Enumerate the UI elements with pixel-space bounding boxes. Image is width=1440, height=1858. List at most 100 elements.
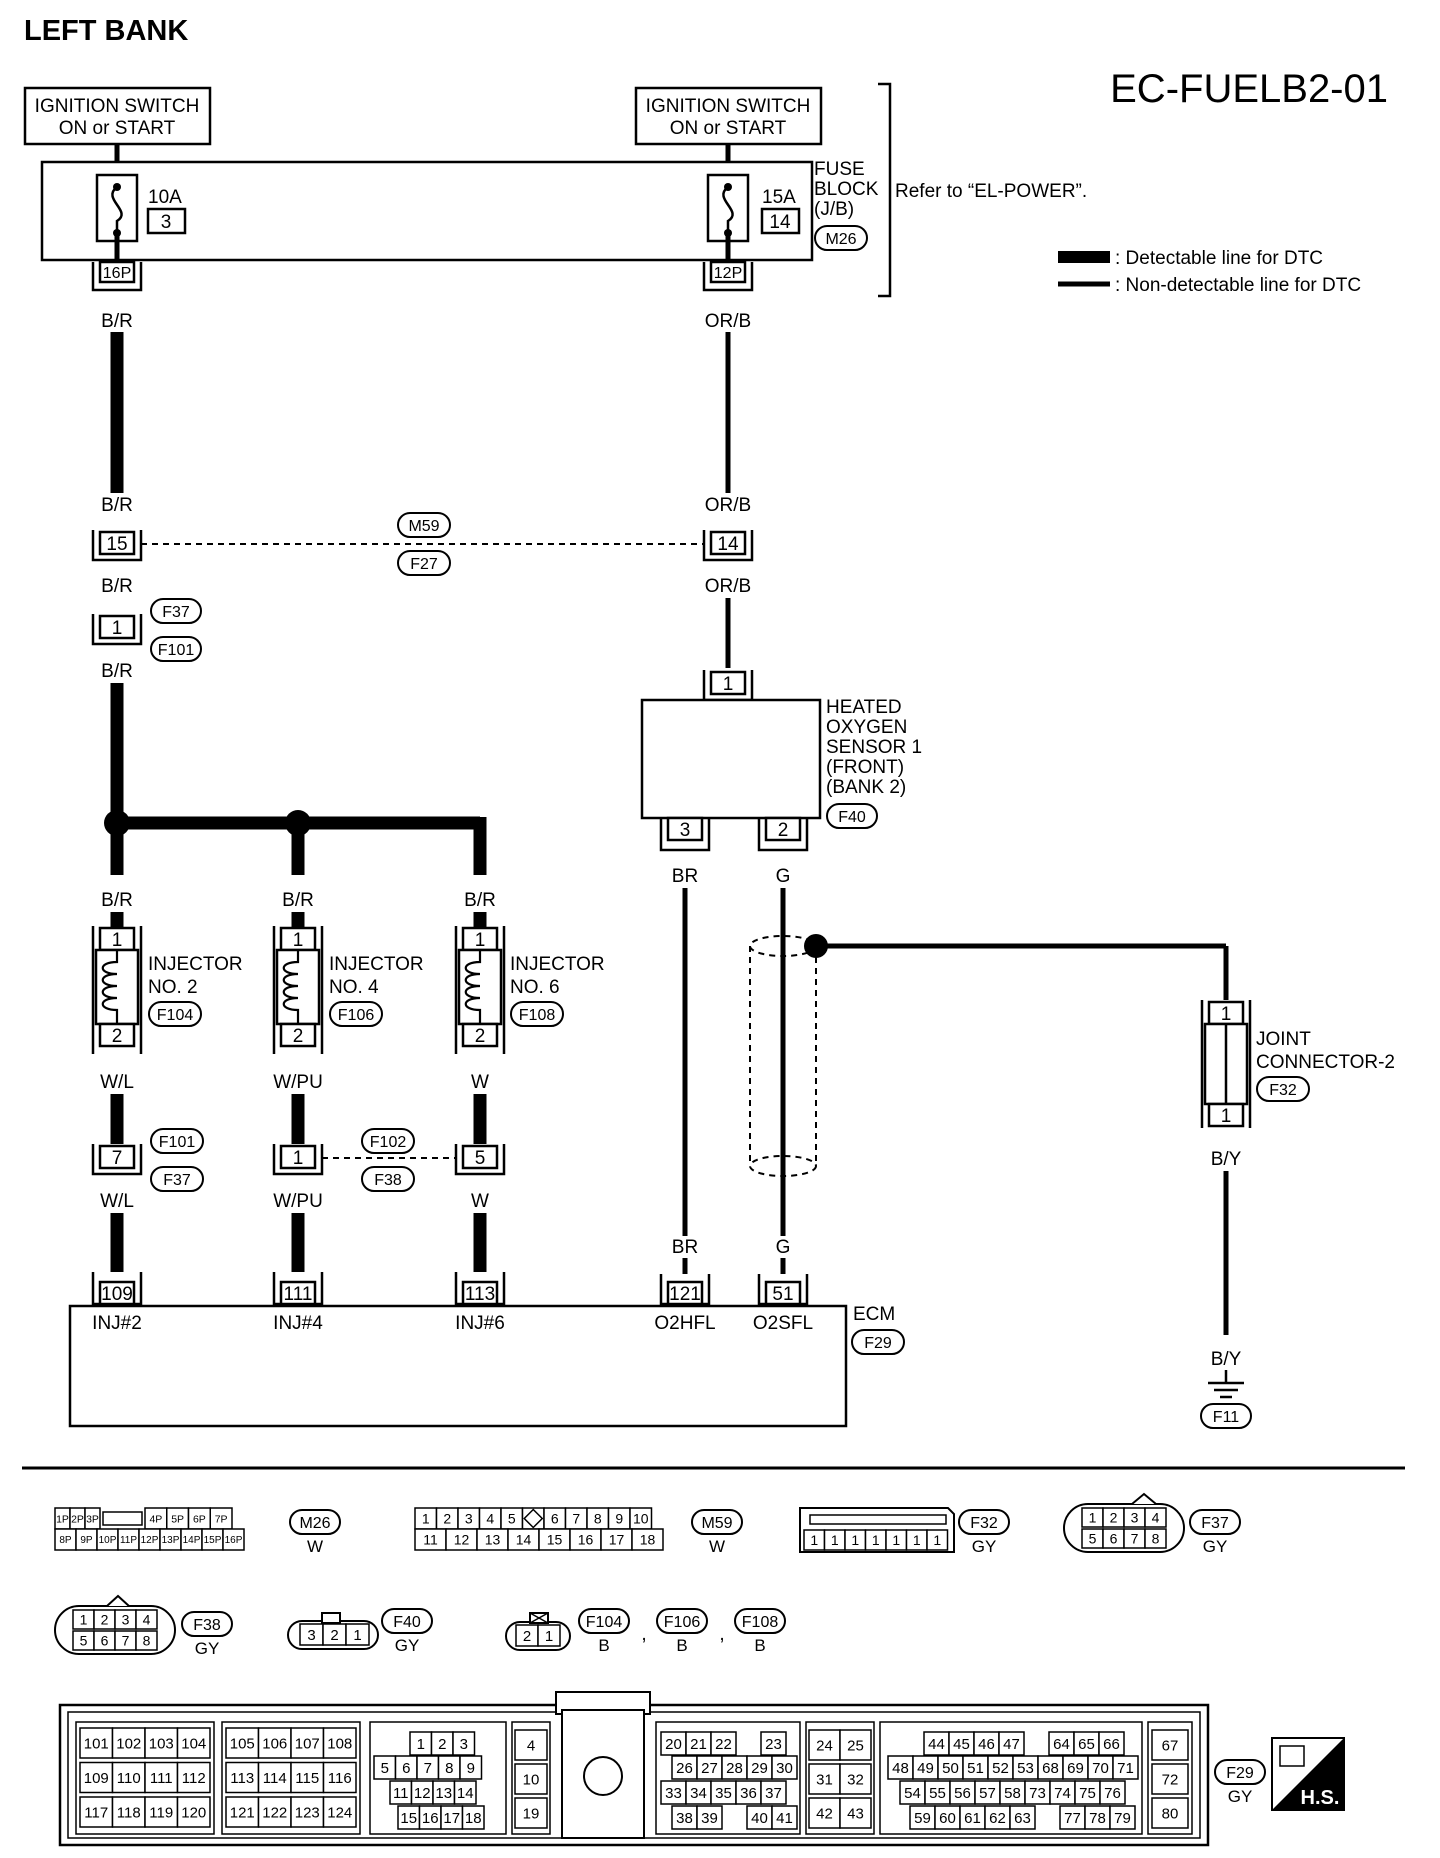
- svg-text:1: 1: [112, 618, 123, 639]
- pin-label: 11P: [120, 1535, 137, 1546]
- pin-label: 6P: [193, 1513, 206, 1525]
- pin-label: 118: [117, 1804, 141, 1821]
- svg-text:7: 7: [112, 1148, 123, 1169]
- pin-label: 14: [457, 1785, 474, 1802]
- pin-label: 2: [438, 1736, 446, 1753]
- pin-label: 23: [765, 1736, 782, 1753]
- pin-label: 14P: [183, 1535, 201, 1546]
- svg-text:W: W: [471, 1191, 489, 1212]
- pin-label: 30: [776, 1760, 793, 1777]
- svg-text:INJ#4: INJ#4: [273, 1313, 323, 1334]
- svg-text:W/PU: W/PU: [273, 1191, 323, 1212]
- pin-label: 7: [1131, 1531, 1139, 1547]
- legend-detectable: : Detectable line for DTC: [1115, 248, 1323, 269]
- pin-label: 15: [547, 1532, 563, 1548]
- pin-label: 103: [149, 1735, 174, 1752]
- injector-no6: 1 2 INJECTOR NO. 6 F108: [454, 926, 605, 1054]
- pin-label: 51: [967, 1760, 984, 1777]
- svg-text:NO. 4: NO. 4: [329, 977, 379, 998]
- svg-text:(FRONT): (FRONT): [826, 757, 904, 778]
- pin-label: 105: [230, 1735, 255, 1752]
- conn-f40: F40: [838, 809, 866, 826]
- pin-label: 6: [1110, 1531, 1118, 1547]
- pin-label: 18: [465, 1810, 482, 1827]
- pin-label: 3: [307, 1627, 315, 1644]
- pin-1-f102: 1: [272, 1144, 324, 1176]
- pin-label: 39: [701, 1810, 718, 1827]
- pin-label: 10P: [99, 1535, 117, 1546]
- svg-text:1: 1: [1221, 1106, 1232, 1127]
- pin-label: 7: [424, 1760, 432, 1777]
- refer-note: Refer to “EL-POWER”.: [895, 181, 1087, 202]
- connector-color: GY: [972, 1537, 997, 1556]
- pin-label: 7: [572, 1511, 580, 1527]
- svg-text:BR: BR: [672, 866, 698, 887]
- svg-text:B/R: B/R: [101, 890, 133, 911]
- injector-no2: 1 2 INJECTOR NO. 2 F104: [91, 926, 243, 1054]
- pin-label: 4: [143, 1612, 151, 1628]
- pin-51: 51: [757, 1274, 809, 1306]
- pin-label: 1: [545, 1628, 553, 1645]
- pin-label: 1: [831, 1532, 839, 1548]
- connector-color: W: [307, 1537, 323, 1556]
- pin-label: 104: [181, 1735, 206, 1752]
- pin-label: 12P: [141, 1535, 159, 1546]
- pin-121: 121: [659, 1274, 711, 1306]
- pin-label: 111: [150, 1770, 173, 1787]
- svg-text:BR: BR: [672, 1237, 698, 1258]
- svg-text:O2SFL: O2SFL: [753, 1313, 813, 1334]
- svg-text:B/R: B/R: [464, 890, 496, 911]
- pin-label: 41: [776, 1810, 793, 1827]
- legend: : Detectable line for DTC : Non-detectab…: [1058, 248, 1361, 296]
- connector-color: B: [676, 1636, 687, 1655]
- pin-label: 65: [1078, 1736, 1095, 1753]
- connector-color: GY: [395, 1636, 420, 1655]
- pin-label: 11: [393, 1785, 409, 1802]
- pin-label: 32: [847, 1771, 864, 1788]
- pin-label: 54: [904, 1785, 921, 1802]
- pin-12p: 12P: [702, 260, 754, 292]
- svg-text:2: 2: [475, 1026, 486, 1047]
- pin-label: 38: [676, 1810, 693, 1827]
- hs-badge-text: H.S.: [1301, 1787, 1340, 1809]
- pin-1-f37: 1: [91, 614, 143, 646]
- svg-text:2: 2: [293, 1026, 304, 1047]
- pin-label: 66: [1103, 1736, 1120, 1753]
- pin-label: 4: [1152, 1510, 1160, 1526]
- pin-label: 13P: [162, 1535, 180, 1546]
- pin-label: 116: [328, 1770, 352, 1787]
- connector-label: F38: [193, 1617, 221, 1634]
- svg-text:1: 1: [112, 930, 123, 951]
- pin-label: 35: [715, 1785, 732, 1802]
- svg-text:(J/B): (J/B): [814, 199, 854, 220]
- pin-label: 12: [414, 1785, 431, 1802]
- pin-label: 13: [435, 1785, 452, 1802]
- pin-label: 31: [816, 1771, 833, 1788]
- pin-label: 42: [816, 1805, 833, 1822]
- pin-label: 60: [939, 1810, 956, 1827]
- svg-text:113: 113: [465, 1284, 495, 1305]
- svg-text:5: 5: [475, 1148, 486, 1169]
- pin-label: 43: [847, 1805, 864, 1822]
- conn-f27: F27: [410, 556, 438, 573]
- pin-label: 3: [1131, 1510, 1139, 1526]
- pin-label: 11: [423, 1532, 438, 1548]
- pin-label: 107: [295, 1735, 320, 1752]
- pin-5: 5: [454, 1144, 506, 1176]
- pin-label: 17: [609, 1532, 625, 1548]
- pin-label: 101: [84, 1735, 109, 1752]
- svg-text:W/L: W/L: [100, 1191, 134, 1212]
- pin-label: 73: [1029, 1785, 1046, 1802]
- pin-109: 109: [91, 1272, 143, 1306]
- pin-label: 109: [84, 1770, 109, 1787]
- pin-label: 21: [690, 1736, 707, 1753]
- pin-label: 1: [417, 1736, 425, 1753]
- svg-text:B/R: B/R: [101, 495, 133, 516]
- conn-f29: F29: [864, 1335, 892, 1352]
- pin-label: 36: [740, 1785, 757, 1802]
- fuse1-num: 3: [161, 212, 172, 233]
- svg-text:121: 121: [669, 1284, 701, 1305]
